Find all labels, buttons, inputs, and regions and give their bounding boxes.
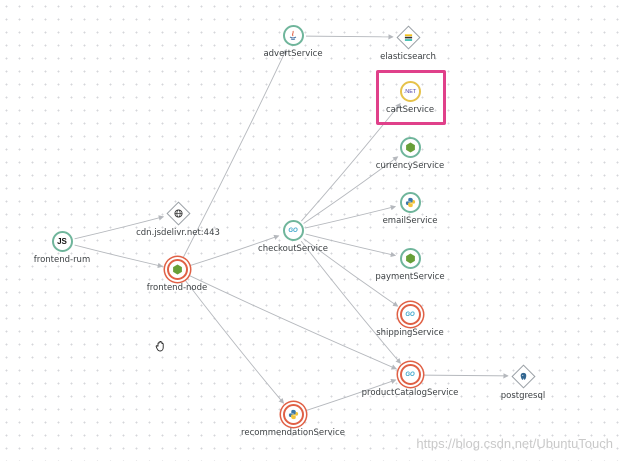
node-productCatalogService[interactable]: GO productCatalogService xyxy=(345,364,475,410)
python-icon xyxy=(405,193,416,212)
nodejs-icon xyxy=(405,249,416,268)
node-productCatalogService-label: productCatalogService xyxy=(361,388,459,398)
edge-checkoutService-to-paymentService xyxy=(305,233,397,258)
nodejs-icon xyxy=(405,138,416,157)
node-cdn[interactable]: cdn.jsdelivr.net:443 xyxy=(113,201,243,248)
node-frontend-node[interactable]: frontend-node xyxy=(112,259,242,305)
node-cdn-label: cdn.jsdelivr.net:443 xyxy=(136,228,220,238)
go-icon: GO xyxy=(405,311,415,318)
node-cdn-diamond xyxy=(165,201,191,226)
node-advertService-label: advertService xyxy=(263,49,323,59)
java-icon xyxy=(288,26,298,45)
node-currencyService-circle xyxy=(399,137,421,158)
hand-grab-icon xyxy=(154,338,170,358)
edge-frontend-node-to-recommendationService xyxy=(184,279,285,404)
edge-advertService-to-elasticsearch xyxy=(305,34,394,40)
node-emailService-circle xyxy=(399,192,421,213)
node-postgresql-diamond xyxy=(510,364,536,389)
edges-layer xyxy=(74,34,509,412)
edge-recommendationService-to-productCatalogService xyxy=(305,378,397,412)
go-icon: GO xyxy=(405,371,415,378)
node-postgresql[interactable]: postgresql xyxy=(458,364,588,411)
node-cartService-circle: .NET xyxy=(399,81,421,102)
nodejs-icon xyxy=(172,260,183,279)
go-icon: GO xyxy=(288,227,298,234)
edge-productCatalogService-to-postgresql xyxy=(422,373,509,379)
node-currencyService[interactable]: currencyService xyxy=(345,137,475,183)
node-emailService[interactable]: emailService xyxy=(345,192,475,238)
node-productCatalogService-circle: GO xyxy=(399,364,421,385)
globe-icon xyxy=(173,209,183,218)
cart-service-highlight-box xyxy=(376,70,446,125)
node-frontend-node-label: frontend-node xyxy=(146,283,208,293)
node-frontend-rum[interactable]: JS frontend-rum xyxy=(0,231,127,277)
node-shippingService-label: shippingService xyxy=(376,328,444,338)
edge-frontend-node-to-advertService xyxy=(182,48,287,259)
node-elasticsearch-label: elasticsearch xyxy=(380,52,436,62)
edge-checkoutService-to-cartService xyxy=(301,102,401,222)
postgresql-icon xyxy=(519,372,528,381)
node-shippingService-circle: GO xyxy=(399,304,421,325)
edge-frontend-rum-to-cdn xyxy=(74,215,165,240)
node-elasticsearch-diamond xyxy=(395,25,421,50)
node-advertService-circle xyxy=(282,25,304,46)
edge-checkoutService-to-emailService xyxy=(305,205,397,229)
python-icon xyxy=(288,405,299,424)
dotnet-icon: .NET xyxy=(403,88,417,95)
edge-frontend-rum-to-frontend-node xyxy=(74,244,164,269)
node-postgresql-label: postgresql xyxy=(500,391,546,401)
node-advertService[interactable]: advertService xyxy=(228,25,358,71)
node-cartService[interactable]: .NET cartService xyxy=(345,81,475,127)
edge-checkoutService-to-shippingService xyxy=(303,238,399,307)
edge-frontend-node-to-checkoutService xyxy=(189,234,280,267)
node-recommendationService-circle xyxy=(282,404,304,425)
node-cartService-label: cartService xyxy=(385,105,435,115)
node-shippingService[interactable]: GO shippingService xyxy=(345,304,475,350)
node-emailService-label: emailService xyxy=(382,216,438,226)
node-paymentService-circle xyxy=(399,248,421,269)
node-recommendationService-label: recommendationService xyxy=(241,428,345,438)
node-paymentService[interactable]: paymentService xyxy=(345,248,475,294)
node-recommendationService[interactable]: recommendationService xyxy=(228,404,358,450)
node-frontend-rum-circle: JS xyxy=(51,231,73,252)
watermark: https://blog.csdn.net/UbuntuTouch xyxy=(416,436,613,451)
node-frontend-rum-label: frontend-rum xyxy=(33,255,91,265)
node-checkoutService-circle: GO xyxy=(282,220,304,241)
node-checkoutService[interactable]: GO checkoutService xyxy=(228,220,358,266)
node-paymentService-label: paymentService xyxy=(375,272,445,282)
edge-frontend-node-to-productCatalogService xyxy=(188,274,397,370)
js-icon: JS xyxy=(57,237,67,246)
edge-checkoutService-to-productCatalogService xyxy=(300,240,401,364)
node-frontend-node-circle xyxy=(166,259,188,280)
node-currencyService-label: currencyService xyxy=(375,161,445,171)
node-elasticsearch[interactable]: elasticsearch xyxy=(343,25,473,72)
edge-checkoutService-to-currencyService xyxy=(303,156,399,224)
node-checkoutService-label: checkoutService xyxy=(258,244,328,254)
elasticsearch-icon xyxy=(404,33,413,42)
